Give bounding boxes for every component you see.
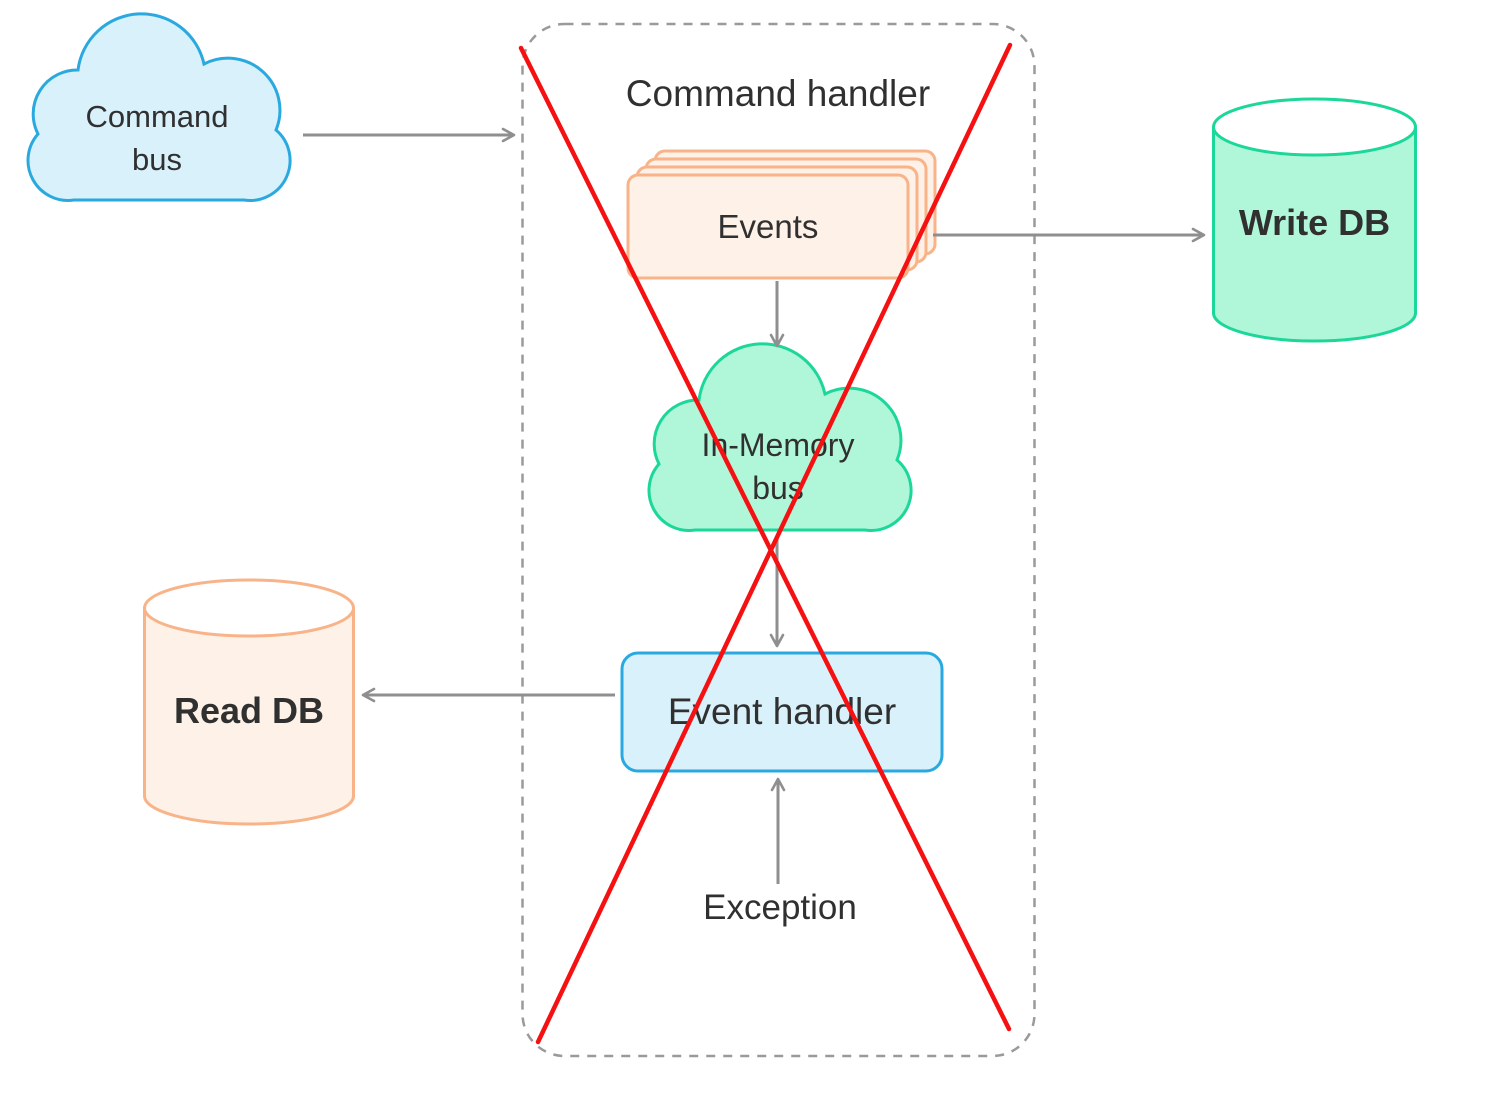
in-memory-bus-cloud (647, 342, 913, 532)
write-db-cylinder-body (1212, 127, 1417, 343)
command-handler-container (521, 22, 1036, 1058)
events-stack (626, 149, 937, 280)
command-bus-cloud (26, 12, 292, 202)
event-handler-box (620, 651, 944, 773)
read-db-cylinder-top (143, 578, 355, 638)
read-db-cylinder-body (143, 608, 355, 826)
write-db-cylinder-top (1212, 97, 1417, 157)
events-card-front (626, 173, 910, 280)
write-db-cylinder (1212, 97, 1417, 343)
read-db-cylinder (143, 578, 355, 826)
